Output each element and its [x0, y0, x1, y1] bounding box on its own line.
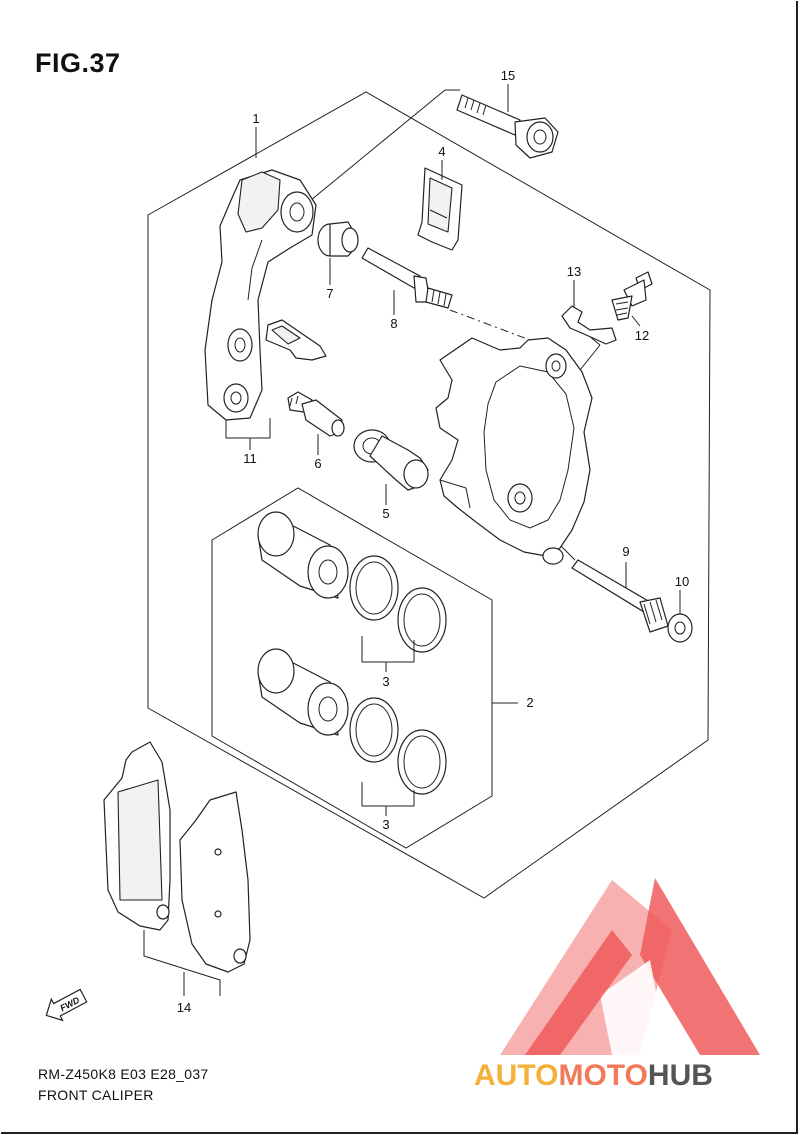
piston-lower — [257, 648, 349, 736]
part-5-sleeve — [353, 429, 429, 491]
part-13-plate — [561, 305, 617, 345]
callout-1: 1 — [252, 111, 259, 126]
fwd-arrow-badge: FWD — [45, 988, 88, 1022]
part-12-bleeder — [611, 271, 653, 321]
callout-5: 5 — [382, 506, 389, 521]
watermark-hub: HUB — [648, 1059, 713, 1092]
callout-4: 4 — [438, 144, 445, 159]
automotohub-logo-mark — [500, 878, 760, 1055]
callout-7: 7 — [326, 286, 333, 301]
part-4-pad-spring — [417, 167, 463, 251]
part-14-brake-pads — [103, 741, 251, 973]
part-7-boot — [317, 221, 359, 257]
callout-3-upper: 3 — [382, 674, 389, 689]
callout-11: 11 — [243, 451, 257, 466]
callout-6: 6 — [314, 456, 321, 471]
part-10-nut — [667, 613, 693, 643]
callout-3-lower: 3 — [382, 817, 389, 832]
footer-caption: FRONT CALIPER — [38, 1087, 154, 1103]
part-6-pin-bolt — [287, 391, 345, 437]
piston-upper — [257, 511, 349, 599]
callout-15: 15 — [501, 68, 515, 83]
callout-9: 9 — [622, 544, 629, 559]
part-11-clip — [265, 319, 327, 361]
watermark-text: AUTOMOTOHUB — [474, 1059, 713, 1092]
watermark-auto: AUTO — [474, 1059, 558, 1092]
part-15-bolt — [456, 94, 559, 159]
part-1-caliper-bracket — [204, 169, 317, 421]
figure-title: FIG.37 — [35, 48, 121, 78]
part-9-slide-pin — [571, 559, 669, 633]
footer-model-code: RM-Z450K8 E03 E28_037 — [38, 1066, 209, 1082]
callout-14: 14 — [177, 1000, 191, 1015]
assembly-2-outline — [211, 487, 493, 849]
seals-upper — [349, 555, 447, 653]
callout-8: 8 — [390, 316, 397, 331]
callout-leaders — [143, 84, 681, 996]
watermark-moto: MOTO — [558, 1059, 647, 1092]
seals-lower — [349, 697, 447, 795]
callout-10: 10 — [675, 574, 689, 589]
callout-2: 2 — [526, 695, 533, 710]
caliper-body — [435, 337, 593, 565]
callout-13: 13 — [567, 264, 581, 279]
part-8-pin — [361, 247, 453, 309]
callout-12: 12 — [635, 328, 649, 343]
assembly-1-outline — [147, 91, 711, 899]
